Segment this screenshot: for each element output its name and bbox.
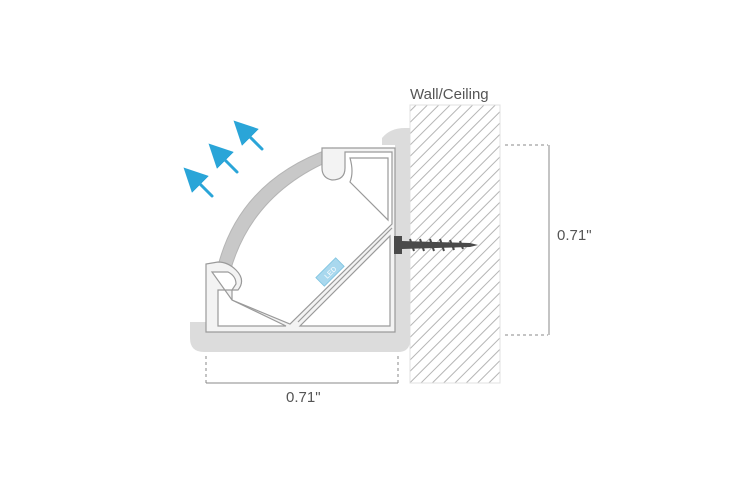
light-arrows — [183, 120, 264, 198]
profile-chambers — [210, 157, 391, 327]
width-dimension — [205, 356, 399, 384]
light-arrow-icon — [183, 167, 214, 198]
light-arrow-icon — [233, 120, 264, 151]
screw-icon — [394, 236, 478, 254]
height-dimension — [505, 144, 550, 336]
light-arrow-icon — [208, 143, 239, 174]
height-dimension-label: 0.71" — [557, 227, 592, 244]
diffuser-cover — [217, 147, 337, 273]
profile-divider — [297, 227, 393, 323]
wall-ceiling-label: Wall/Ceiling — [410, 86, 489, 103]
width-dimension-label: 0.71" — [286, 389, 321, 406]
